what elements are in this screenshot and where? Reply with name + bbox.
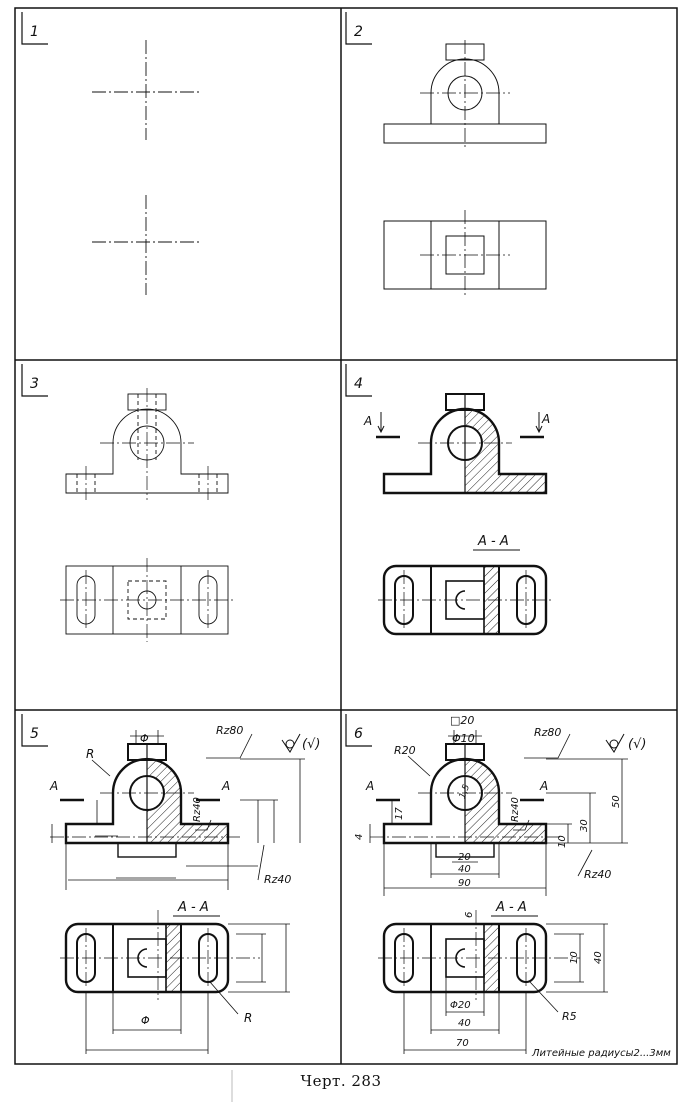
panel-number-5: 5 <box>30 726 39 742</box>
panel-4-front-view <box>376 393 548 495</box>
panel-3-top-view <box>60 558 234 642</box>
panel-6-section-title: A - A <box>495 900 527 915</box>
panel-number-3: 3 <box>30 376 39 392</box>
panel-5-section-view <box>60 910 290 1054</box>
panel-6-dim-70: 70 <box>456 1038 469 1049</box>
panel-6-dim-6: 6 <box>464 912 475 918</box>
panel-6-dim-40: 40 <box>458 864 471 875</box>
panel-5-section-mark-right: A <box>221 779 230 793</box>
panel-6-roughness-general: (√) <box>628 737 646 752</box>
panel-4-section-mark-left: A <box>363 414 372 428</box>
panel-number-1: 1 <box>30 24 39 40</box>
panel-number-2: 2 <box>354 24 363 40</box>
panel-number-boxes <box>21 12 372 747</box>
panel-5-section-title: A - A <box>177 900 209 915</box>
panel-number-4: 4 <box>354 376 363 392</box>
panel-4-section-title: A - A <box>477 534 509 549</box>
panel-4-section-mark-right: A <box>541 412 550 426</box>
panel-6-square-20: □20 <box>450 714 474 727</box>
panel-6-dim-30: 30 <box>579 819 590 832</box>
panel-5-front-view <box>50 730 305 890</box>
panel-6-dim-40b: 40 <box>458 1018 471 1029</box>
panel-6-section-mark-right: A <box>539 779 548 793</box>
panel-5-radius-bottom: R <box>244 1011 252 1025</box>
panel-6-section-mark-left: A <box>365 779 374 793</box>
panel-6-dim-50: 50 <box>611 795 622 808</box>
panel-6-r5: R5 <box>562 1010 577 1023</box>
panel-6-section-view <box>378 910 608 1054</box>
panel-5-section-mark-left: A <box>49 779 58 793</box>
panel-6-dim-4: 4 <box>354 834 365 840</box>
panel-6-dim-10: 10 <box>557 835 568 848</box>
panel-6-dim-90: 90 <box>458 878 471 889</box>
panel-6-dim-17: 17 <box>394 807 405 820</box>
panel-4-section-view <box>378 564 552 636</box>
panel-1-axes <box>92 40 200 295</box>
panel-6-rz80: Rz80 <box>534 726 561 739</box>
panel-3-front-view <box>65 388 229 500</box>
panel-5-rz80: Rz80 <box>216 724 243 737</box>
panel-5-phi-label: Φ <box>140 732 149 745</box>
panel-6-dim-20: 20 <box>458 852 471 863</box>
panel-6-r20: R20 <box>394 744 416 757</box>
panel-5-radius-label: R <box>86 747 94 761</box>
panel-6-phi20: Φ20 <box>450 1000 471 1011</box>
panel-6-chamfer: 1,5 <box>458 783 472 800</box>
panel-2-front-view <box>383 40 547 150</box>
panel-5-roughness-general: (√) <box>302 737 320 752</box>
panel-6-rz40-lower: Rz40 <box>584 868 611 881</box>
panel-2-top-view <box>383 210 547 298</box>
panel-5-phi-bottom: Φ <box>141 1014 150 1027</box>
panel-6-phi10: Φ10 <box>452 732 475 745</box>
figure-caption: Черт. 283 <box>300 1072 382 1090</box>
panel-5-rz40-lower: Rz40 <box>264 873 291 886</box>
panel-5-rz40-upper: Rz40 <box>192 797 203 822</box>
panel-6-dim-40c: 40 <box>593 951 604 964</box>
panel-6-casting-note: Литейные радиусы2...3мм <box>531 1048 671 1059</box>
panel-6-dim-10b: 10 <box>569 951 580 964</box>
panel-number-6: 6 <box>354 726 363 742</box>
panel-6-front-view <box>369 730 628 896</box>
panel-6-rz40-upper: Rz40 <box>510 797 521 822</box>
panel-grid <box>14 7 678 1065</box>
